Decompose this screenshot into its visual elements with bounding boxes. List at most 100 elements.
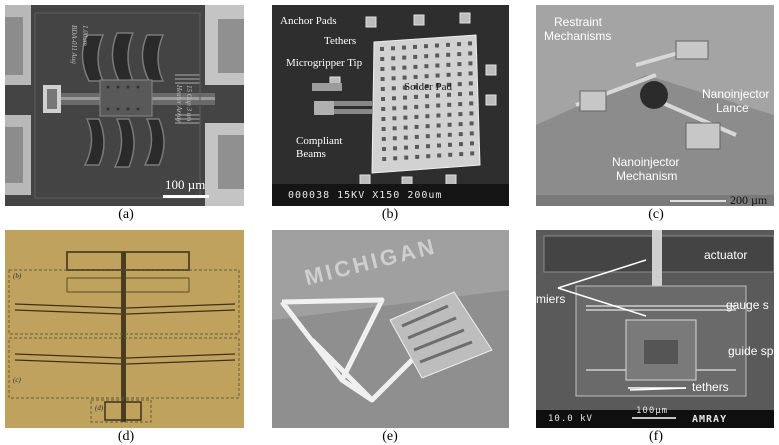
solder-pad-hole: [457, 82, 462, 87]
solder-pad-hole: [436, 103, 441, 108]
solder-pad-hole: [437, 143, 441, 148]
solder-pad-hole: [402, 85, 407, 90]
solder-pad-hole: [414, 134, 419, 139]
solder-pad-hole: [414, 114, 419, 119]
solder-pad-hole: [435, 43, 439, 48]
solder-pad-hole: [437, 153, 442, 158]
label-dimmers: miers: [536, 292, 566, 306]
solder-pad-hole: [391, 46, 395, 51]
sem-scale-f: 100µm: [636, 406, 669, 416]
solder-pad-hole: [457, 52, 462, 57]
solder-pad-hole: [447, 122, 452, 127]
solder-pad-hole: [381, 97, 385, 101]
die-text-3: Heater Array: [175, 85, 183, 123]
solder-pad-hole: [469, 131, 474, 136]
solder-pad-hole: [458, 122, 463, 127]
label-gauge: gauge s: [726, 298, 769, 312]
solder-pad-hole: [381, 137, 386, 141]
sublabel-d-b: (b): [13, 272, 22, 280]
solder-pad-hole: [469, 91, 473, 96]
caption-e: (e): [382, 429, 398, 444]
solder-pad-hole: [413, 74, 418, 79]
label-mech-2: Mechanism: [616, 169, 678, 183]
solder-pad-hole: [415, 144, 419, 149]
sublabel-d-d: (d): [95, 404, 104, 412]
solder-pad-hole: [458, 112, 463, 117]
solder-pad-hole: [402, 75, 407, 80]
panel-d-image: (b) (c) (d): [5, 230, 244, 428]
solder-pad-hole: [446, 72, 451, 77]
solder-pad-hole: [435, 83, 440, 88]
solder-pad-hole: [404, 155, 409, 160]
panel-f-image: actuator miers gauge s guide sp tethers …: [536, 230, 774, 428]
solder-pad-hole: [392, 136, 397, 141]
solder-pad-hole: [459, 152, 464, 157]
solder-pad-hole: [468, 41, 472, 46]
panel-c-image: Restraint Mechanisms Nanoinjector Lance …: [536, 5, 774, 206]
label-actuator: actuator: [704, 248, 748, 262]
solder-pad-hole: [391, 66, 396, 71]
caption-a: (a): [118, 207, 134, 222]
solder-pad-hole: [458, 92, 462, 97]
solder-pad-hole: [458, 132, 463, 137]
scale-label-a: 100 µm: [165, 177, 206, 192]
solder-pad-hole: [459, 142, 463, 147]
solder-pad-hole: [382, 157, 387, 161]
solder-pad-hole: [447, 112, 452, 117]
label-beams: Beams: [296, 148, 326, 160]
solder-pad-hole: [424, 44, 428, 49]
solder-pad-hole: [380, 47, 384, 51]
solder-pad-hole: [448, 142, 452, 147]
label-solder-pad: Solder Pad: [404, 81, 452, 93]
sem-brand-f: AMRAY: [692, 414, 728, 425]
solder-pad-hole: [468, 81, 473, 86]
solder-pad-hole: [391, 56, 396, 61]
solder-pad-hole: [448, 152, 453, 157]
solder-pad-hole: [392, 106, 397, 111]
panel-c-micrograph: [536, 5, 774, 206]
solder-pad-hole: [435, 53, 440, 58]
sem-kv-f: 10.0 kV: [548, 414, 593, 424]
solder-pad-hole: [469, 101, 474, 106]
scale-label-c: 200 µm: [730, 193, 768, 206]
label-lance-2: Lance: [716, 101, 749, 115]
label-compliant: Compliant: [296, 135, 343, 147]
panel-a-micrograph: [5, 5, 244, 206]
panel-b-micrograph: [272, 5, 509, 206]
solder-pad-hole: [426, 144, 430, 149]
label-tethers-f: tethers: [692, 380, 729, 394]
solder-pad-hole: [392, 116, 397, 121]
solder-pad-hole: [413, 54, 418, 59]
solder-pad-hole: [424, 84, 429, 89]
label-restraint-2: Mechanisms: [544, 29, 612, 43]
solder-pad-hole: [436, 113, 441, 118]
solder-pad-hole: [468, 71, 473, 76]
solder-pad-hole: [381, 117, 386, 121]
solder-pad-hole: [446, 52, 451, 57]
solder-pad-hole: [468, 51, 473, 56]
solder-pad-hole: [446, 62, 451, 67]
label-guide: guide sp: [728, 344, 774, 358]
label-microgripper-tip: Microgripper Tip: [286, 57, 363, 69]
solder-pad-hole: [425, 124, 430, 129]
panel-f-micrograph: [536, 230, 774, 428]
solder-pad-hole: [436, 133, 441, 138]
label-lance-1: Nanoinjector: [702, 87, 770, 101]
solder-pad-hole: [392, 96, 396, 101]
solder-pad-hole: [457, 62, 462, 67]
solder-pad-hole: [414, 94, 418, 99]
panel-b-image: Anchor Pads Tethers Microgripper Tip Sol…: [272, 5, 509, 206]
solder-pad-hole: [447, 132, 452, 137]
label-mech-1: Nanoinjector: [612, 155, 680, 169]
solder-pad-hole: [447, 92, 451, 97]
caption-d: (d): [117, 429, 135, 444]
solder-pad-hole: [403, 125, 408, 130]
solder-pad-hole: [425, 114, 430, 119]
solder-pad-hole: [436, 93, 440, 98]
panel-d-micrograph: [5, 230, 244, 428]
solder-pad-hole: [403, 115, 408, 120]
sublabel-d-c: (c): [13, 376, 21, 384]
solder-pad-hole: [403, 135, 408, 140]
solder-pad-hole: [392, 126, 397, 131]
solder-pad-hole: [413, 44, 417, 49]
